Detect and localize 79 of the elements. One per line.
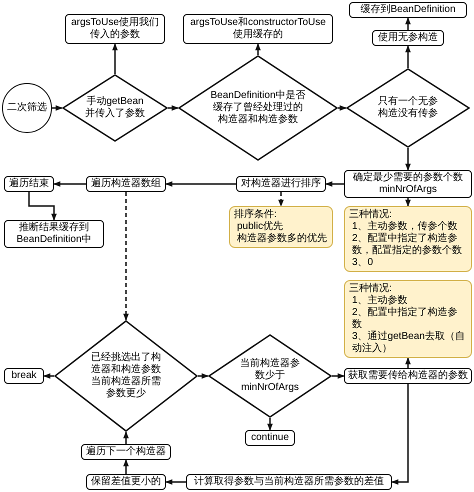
box-label: 确定最少需要的参数个数minNrOfArgs	[352, 172, 464, 196]
arrow	[338, 105, 347, 111]
process-box	[186, 474, 392, 490]
arrow	[28, 192, 57, 221]
box-label: 使用无参构造	[378, 32, 438, 44]
decision-diamond	[54, 320, 198, 432]
arrow	[165, 181, 236, 187]
process-box	[86, 474, 166, 490]
arrow	[325, 181, 344, 187]
decision-diamond	[346, 68, 470, 148]
arrow	[405, 45, 411, 68]
box-label: 计算取得参数与当前构造器所需参数的差值	[194, 476, 384, 488]
arrow	[255, 43, 261, 55]
arrow	[43, 373, 54, 379]
dashed-arrow	[278, 192, 284, 207]
dashed-arrow	[123, 192, 129, 321]
note-item: 1、主动参数，传参个数	[351, 221, 459, 232]
process-box	[344, 368, 472, 384]
arrow	[405, 17, 411, 30]
box-label: break	[11, 370, 36, 382]
note-box	[344, 206, 472, 272]
note-box	[229, 206, 333, 248]
decision-label: BeanDefinition中是否缓存了曾经处理过的构造器和构造参数	[210, 90, 306, 126]
arrow	[405, 148, 411, 171]
box-label: argsToUse使用我们传入的参数	[70, 17, 160, 41]
decision-label: 手动getBean并传入了参数	[84, 96, 146, 120]
box-label: 缓存到BeanDefinition	[360, 4, 456, 16]
arrow	[52, 105, 63, 111]
process-box	[86, 176, 166, 192]
box-label: continue	[251, 432, 289, 444]
decision-label: 当前构造器参数少于minNrOfArgs	[239, 358, 301, 394]
note-heading: 三种情况:	[349, 209, 393, 220]
process-box	[349, 2, 467, 18]
decision-label: 只有一个无参构造没有传参	[377, 96, 439, 120]
note-item: 3、0	[351, 257, 374, 269]
note-item: 构造器参数多的优先	[236, 233, 328, 245]
box-label: 遍历构造器数组	[91, 178, 161, 190]
process-box	[236, 176, 326, 192]
decision-diamond	[62, 74, 168, 142]
note-item: 2、配置中指定了构造参数，配置指定的参数个数	[351, 233, 463, 257]
note-item: public优先	[236, 221, 284, 232]
note-box	[344, 280, 472, 358]
arrow	[198, 373, 209, 379]
box-label: 获取需要传给构造器的参数	[348, 370, 468, 382]
box-label: 推断结果缓存到BeanDefinition中	[15, 222, 93, 246]
process-box	[245, 430, 295, 446]
dashed-arrow	[405, 198, 411, 207]
arrow	[168, 105, 179, 111]
process-box	[372, 30, 444, 46]
decision-diamond	[208, 334, 332, 418]
note-item: 1、主动参数	[351, 295, 409, 306]
box-label: 二次筛选	[7, 102, 47, 114]
arrow	[123, 459, 129, 474]
note-heading: 三种情况:	[349, 283, 393, 294]
decision-diamond	[178, 55, 338, 161]
box-label: 保留差值更小的	[91, 476, 161, 488]
box-label: 遍历下一个构造器	[86, 446, 166, 458]
decision-label: 已经挑选出了构造器和构造参数当前构造器所需参数更少	[90, 352, 162, 400]
box-label: argsToUse和constructorToUse使用缓存的	[189, 17, 327, 41]
note-item: 2、配置中指定了构造参数	[351, 307, 459, 330]
box-label: 对构造器进行排序	[241, 178, 321, 190]
box-label: 遍历结束	[9, 178, 49, 190]
arrow	[123, 431, 129, 444]
note-heading: 排序条件:	[234, 209, 278, 220]
process-box	[4, 368, 44, 384]
process-box	[4, 176, 54, 192]
arrow	[267, 418, 273, 431]
process-box	[81, 444, 171, 460]
process-box	[344, 170, 472, 198]
process-box	[183, 14, 333, 44]
arrow	[112, 43, 118, 74]
arrow	[165, 479, 186, 485]
dashed-arrow	[405, 357, 411, 368]
process-box	[4, 220, 104, 248]
arrow	[332, 373, 345, 379]
arrow	[53, 181, 86, 187]
process-box	[65, 14, 165, 44]
note-item: 3、通过getBean去取（自动注入）	[351, 331, 466, 355]
arrow	[391, 384, 409, 485]
